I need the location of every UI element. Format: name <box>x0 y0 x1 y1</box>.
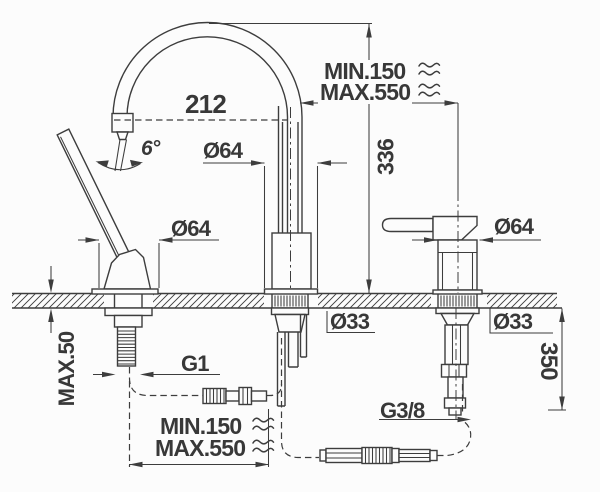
supply-thread-label: G3/8 <box>380 398 425 423</box>
shower-base-diameter-label: Ø64 <box>171 216 211 241</box>
reach-dimension-label: 212 <box>185 89 227 119</box>
centerlines <box>290 103 459 420</box>
lever-arm <box>381 217 434 233</box>
handle-diameter-label: Ø64 <box>494 214 534 239</box>
spout-outer-curve <box>112 21 303 233</box>
spout-inner-curve <box>126 36 289 233</box>
spout-base <box>271 232 312 290</box>
spout-assembly <box>111 21 319 295</box>
swivel-angle-label: 6° <box>141 137 160 160</box>
shower-shank-threads <box>117 330 136 365</box>
hose-range-bottom-min-label: MIN.150 <box>160 413 242 439</box>
valve-shank-threads <box>440 295 475 307</box>
deck-thickness-label: MAX.50 <box>54 331 79 407</box>
hose-paths <box>128 338 472 467</box>
spout-height-label: 336 <box>372 139 399 175</box>
hand-shower-flange <box>91 288 159 295</box>
hose-range-top-min-label: MIN.150 <box>322 58 408 84</box>
spout-shank-threads <box>274 295 306 307</box>
spout-outlet <box>111 112 134 133</box>
lever-handle-assembly <box>381 215 483 295</box>
shower-underbody <box>104 292 153 367</box>
lever-head <box>432 215 478 241</box>
hose-range-bottom-max-label: MAX.550 <box>155 435 246 461</box>
spout-base-diameter-label: Ø64 <box>203 138 243 163</box>
handle-flange <box>432 289 483 295</box>
spout-hole-diameter-label: Ø33 <box>330 309 370 334</box>
hose-connector-bottom <box>319 446 438 465</box>
hand-shower-wand <box>56 128 132 263</box>
hand-shower-holder <box>103 248 152 290</box>
spout-base-flange <box>263 288 319 295</box>
shower-thread-label: G1 <box>181 351 210 376</box>
hose-range-top-max-label: MAX.550 <box>318 79 413 105</box>
valve-underbody <box>435 292 480 416</box>
spout-underbody <box>270 292 310 407</box>
spout-aerator-tip <box>116 131 129 141</box>
swivel-angle-indicator <box>95 139 143 172</box>
handle-hole-diameter-label: Ø33 <box>493 309 533 334</box>
supply-length-label: 350 <box>535 342 562 380</box>
hand-shower-assembly <box>56 128 159 295</box>
hose-connector-middle <box>202 386 268 406</box>
